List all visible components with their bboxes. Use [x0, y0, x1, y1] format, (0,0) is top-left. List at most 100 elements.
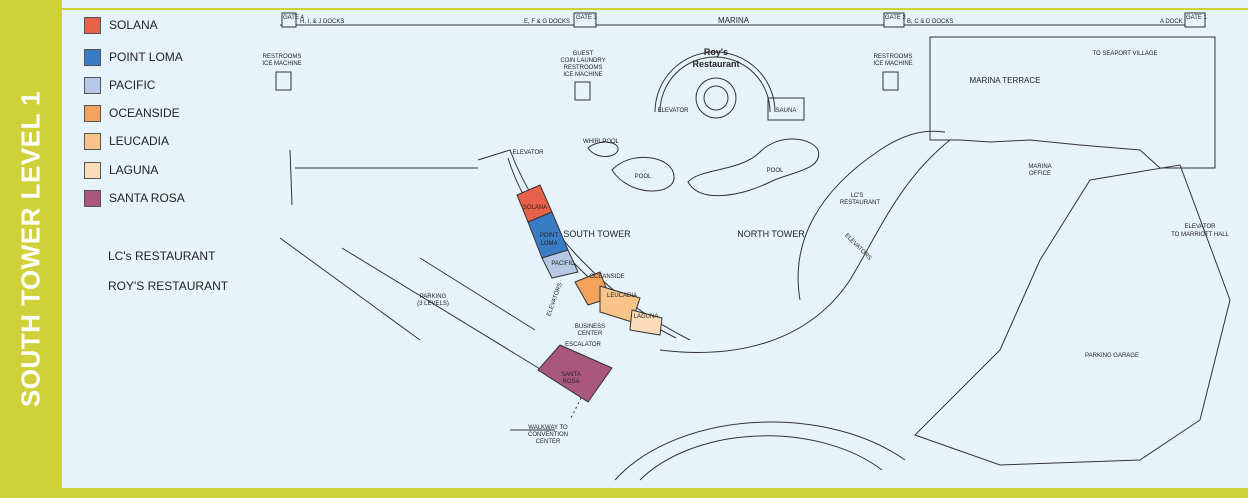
- sauna-label: SAUNA: [776, 108, 797, 114]
- gate-3-label: GATE 3: [576, 15, 598, 21]
- walkway-label-1: WALKWAY TO: [528, 425, 568, 431]
- restrooms-center-label: RESTROOMS: [564, 65, 603, 71]
- roys-elevator-ring: [695, 77, 737, 119]
- sauna-room: [767, 97, 805, 121]
- legend-swatch: [84, 48, 101, 66]
- restrooms-left-label: RESTROOMS: [263, 54, 302, 60]
- room-santa-rosa[interactable]: [537, 344, 613, 403]
- walkway-label-2: CONVENTION: [528, 432, 568, 438]
- marina-label: MARINA: [718, 16, 750, 25]
- marina-office-label-1: MARINA: [1028, 164, 1051, 170]
- phone-icon: [882, 71, 899, 91]
- legend-item-laguna[interactable]: LAGUNA: [84, 161, 158, 179]
- point-loma-room-label-1: POINT: [540, 233, 559, 239]
- parking-garage-label: PARKING GARAGE: [1085, 353, 1139, 359]
- roys-outline: [654, 51, 776, 113]
- legend-swatch: [84, 104, 101, 122]
- roys-name[interactable]: Roy's: [704, 47, 728, 57]
- docks-efg-label: E, F & G DOCKS: [524, 19, 570, 25]
- legend-swatch: [84, 161, 101, 179]
- convention-arc-outer: [614, 421, 906, 481]
- pool-left: [611, 156, 675, 192]
- south-elevator-label: ELEVATOR: [512, 150, 544, 156]
- bottom-border: [62, 488, 1248, 498]
- parking-ramp-1: [279, 237, 421, 341]
- south-elevators-label: ELEVATORS: [546, 282, 564, 317]
- ice-machine-right-label: ICE MACHINE: [873, 61, 912, 67]
- north-tower-arc: [659, 139, 951, 353]
- pool-right: [687, 138, 820, 197]
- gate-2-box: [883, 12, 905, 28]
- coin-laundry-label: COIN LAUNDRY: [560, 58, 605, 64]
- convention-arc-inner: [639, 435, 883, 481]
- south-tower-label[interactable]: SOUTH TOWER: [563, 229, 631, 239]
- phone-icon: [275, 71, 292, 91]
- parking-ramp-2: [341, 247, 546, 373]
- legend-item-point-loma[interactable]: POINT LOMA: [84, 48, 183, 66]
- north-tower-inner: [797, 130, 946, 301]
- legend-roys-restaurant[interactable]: ROY'S RESTAURANT: [108, 279, 229, 293]
- parking-label-2: (3 LEVELS): [417, 301, 449, 307]
- gate-4-label: GATE 4: [283, 15, 305, 21]
- legend-label: PACIFIC: [109, 78, 156, 92]
- legend-label: OCEANSIDE: [109, 106, 180, 120]
- gate-1-box: [1184, 12, 1206, 28]
- restrooms-right-label: RESTROOMS: [874, 54, 913, 60]
- ice-machine-center-label: ICE MACHINE: [563, 72, 602, 78]
- title-band: SOUTH TOWER LEVEL 1: [0, 0, 62, 498]
- legend-label: SOLANA: [109, 18, 158, 32]
- lcs-label-2: RESTAURANT: [840, 200, 881, 206]
- elevator-marriott-label-2: TO MARRIOTT HALL: [1171, 232, 1229, 238]
- south-tower-inner-wall: [477, 149, 691, 341]
- gate-1-label: GATE 1: [1186, 15, 1208, 21]
- legend-item-oceanside[interactable]: OCEANSIDE: [84, 104, 180, 122]
- phone-icon: [574, 81, 591, 101]
- legend-label: POINT LOMA: [109, 50, 183, 64]
- elevator-marriott-label-1: ELEVATOR: [1184, 224, 1216, 230]
- oceanside-room-label: OCEANSIDE: [589, 274, 624, 280]
- solana-room-label: SOLANA: [523, 205, 547, 211]
- gate-3-box: [573, 12, 597, 28]
- roys-inner-outline: [659, 56, 771, 113]
- legend-swatch: [84, 132, 101, 150]
- dock-a-label: A DOCK: [1160, 19, 1183, 25]
- marina-terrace-outline: [929, 36, 1216, 169]
- roys-restaurant-word[interactable]: Restaurant: [692, 59, 739, 69]
- point-loma-room-label-2: LOMA: [540, 241, 557, 247]
- pacific-room-label: PACIFIC: [551, 261, 575, 267]
- business-center-label-2: CENTER: [578, 331, 603, 337]
- south-tower-outer-wall: [507, 157, 677, 339]
- legend-swatch: [84, 16, 101, 34]
- roys-elevator-label: ELEVATOR: [657, 108, 689, 114]
- pool-left-label: POOL: [635, 174, 652, 180]
- legend-label: LAGUNA: [109, 163, 159, 177]
- room-pacific[interactable]: [541, 249, 579, 279]
- whirlpool: [587, 141, 619, 157]
- santa-rosa-room-label-1: SANTA: [561, 372, 581, 378]
- gate-2-label: GATE 2: [885, 15, 907, 21]
- top-border: [62, 8, 1248, 10]
- ice-machine-left-label: ICE MACHINE: [262, 61, 301, 67]
- roys-elevator-core: [703, 85, 729, 111]
- laguna-room-label: LAGUNA: [634, 314, 659, 320]
- legend-item-leucadia[interactable]: LEUCADIA: [84, 132, 169, 150]
- legend-lcs-restaurant[interactable]: LC's RESTAURANT: [108, 249, 216, 263]
- business-center-label-1: BUSINESS: [575, 324, 605, 330]
- whirlpool-label: WHIRLPOOL: [583, 139, 620, 145]
- guest-label: GUEST: [573, 51, 594, 57]
- parking-ramp-3: [419, 257, 536, 331]
- lcs-label-1: LC'S: [851, 193, 864, 199]
- north-tower-label[interactable]: NORTH TOWER: [737, 229, 805, 239]
- legend-item-solana[interactable]: SOLANA: [84, 16, 158, 34]
- north-elevators-label: ELEVATORS: [843, 233, 872, 262]
- legend-label: SANTA ROSA: [109, 191, 185, 205]
- seaport-label: TO SEAPORT VILLAGE: [1092, 51, 1157, 57]
- gate-4-box: [281, 12, 297, 28]
- legend-swatch: [84, 189, 101, 207]
- legend-item-santa-rosa[interactable]: SANTA ROSA: [84, 189, 185, 207]
- room-laguna[interactable]: [629, 309, 663, 336]
- legend-item-pacific[interactable]: PACIFIC: [84, 76, 155, 94]
- marina-office-label-2: OFFICE: [1029, 171, 1051, 177]
